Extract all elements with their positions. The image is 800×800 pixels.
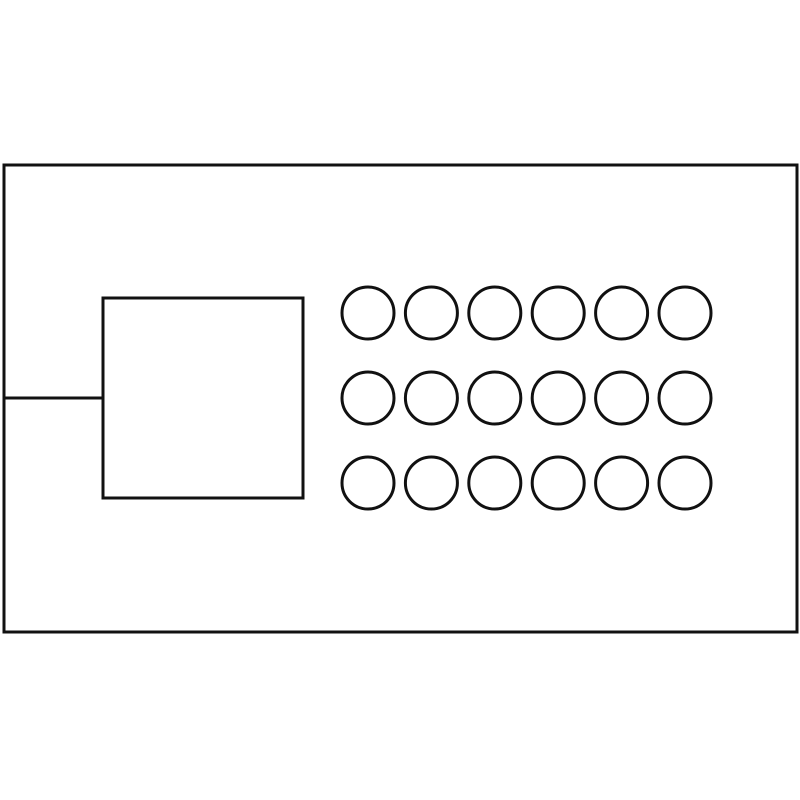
- grid-circle: [657, 285, 713, 341]
- grid-circle: [657, 370, 713, 426]
- grid-circle: [467, 455, 523, 511]
- grid-circle: [403, 455, 459, 511]
- grid-circle: [657, 455, 713, 511]
- grid-circle: [340, 285, 396, 341]
- grid-circle: [530, 455, 586, 511]
- grid-circle: [340, 370, 396, 426]
- square-module: [101, 296, 305, 500]
- grid-circle: [340, 455, 396, 511]
- grid-circle: [403, 370, 459, 426]
- grid-circle: [530, 285, 586, 341]
- circle-array: [340, 285, 713, 511]
- grid-circle: [403, 285, 459, 341]
- grid-circle: [467, 370, 523, 426]
- grid-circle: [530, 370, 586, 426]
- grid-circle: [594, 455, 650, 511]
- outer-enclosure: [2, 163, 799, 634]
- grid-circle: [594, 285, 650, 341]
- grid-circle: [594, 370, 650, 426]
- grid-circle: [467, 285, 523, 341]
